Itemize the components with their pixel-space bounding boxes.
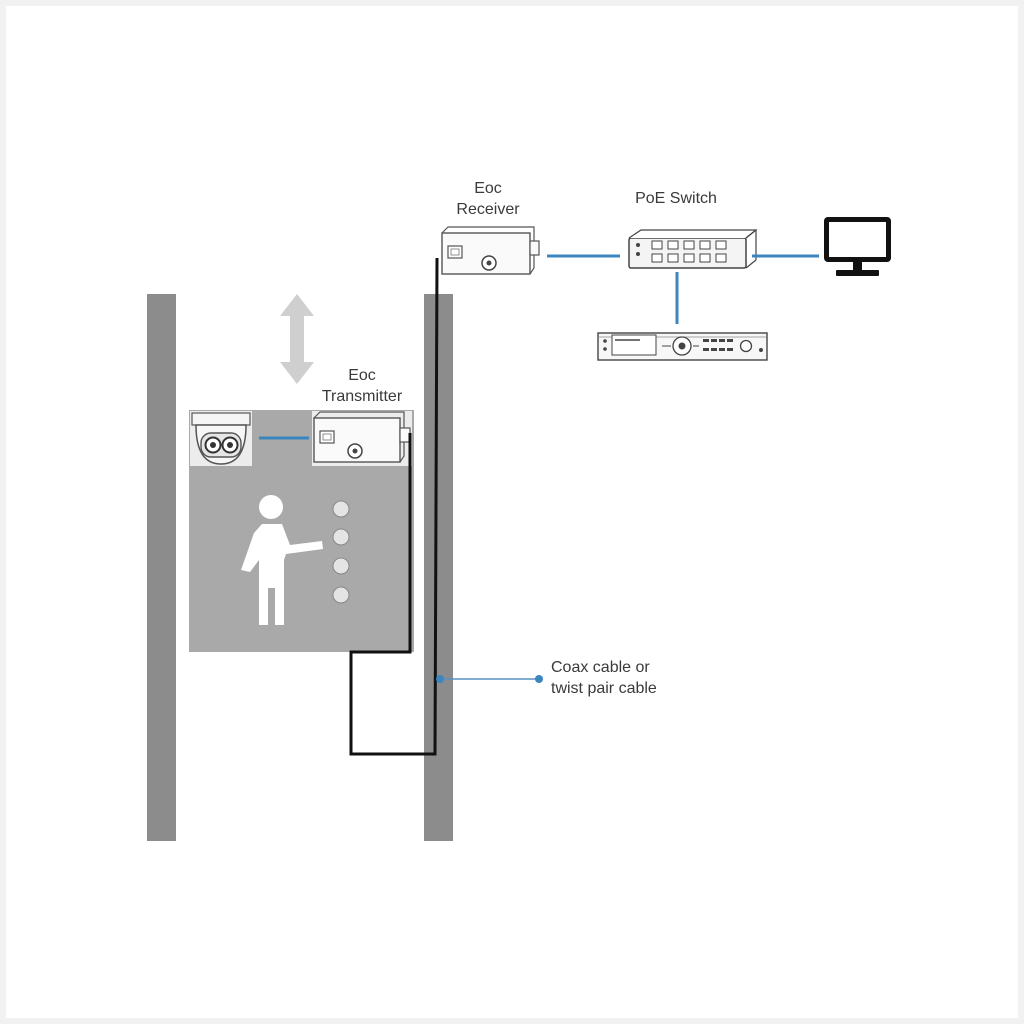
- poe-switch-icon: [628, 229, 758, 269]
- cable-callout-dot: [436, 675, 444, 683]
- monitor-icon: [824, 217, 891, 276]
- eoc-transmitter-label: Eoc Transmitter: [302, 365, 422, 407]
- cable-label-line: twist pair cable: [551, 680, 657, 697]
- elevator-eoc-diagram: [147, 217, 891, 841]
- coax-cable: [349, 257, 439, 756]
- person-icon: [241, 495, 323, 625]
- call-button: [332, 557, 350, 575]
- cable-label: Coax cable or twist pair cable: [551, 657, 657, 699]
- dome-camera-icon: [191, 412, 251, 465]
- cable-label-line: Coax cable or: [551, 659, 650, 676]
- eoc-transmitter-label-line: Eoc: [348, 367, 376, 384]
- call-button: [332, 500, 350, 518]
- call-button-panel: [332, 500, 350, 604]
- diagram-canvas: Eoc Receiver PoE Switch Eoc Transmitter …: [6, 6, 1018, 1018]
- eoc-transmitter-icon: [313, 411, 411, 463]
- up-down-arrow-icon: [280, 294, 314, 384]
- poe-switch-label: PoE Switch: [635, 190, 717, 207]
- eoc-transmitter-label-line: Transmitter: [321, 388, 403, 405]
- cable-callout-dot: [535, 675, 543, 683]
- call-button: [332, 528, 350, 546]
- eoc-receiver-label: Eoc Receiver: [438, 178, 538, 220]
- nvr-recorder-icon: [597, 332, 768, 361]
- shaft-rail-right: [424, 294, 453, 841]
- shaft-rail-left: [147, 294, 176, 841]
- eoc-receiver-icon: [441, 226, 540, 275]
- eoc-receiver-label-line: Eoc: [474, 180, 502, 197]
- eoc-receiver-label-line: Receiver: [456, 201, 520, 218]
- call-button: [332, 586, 350, 604]
